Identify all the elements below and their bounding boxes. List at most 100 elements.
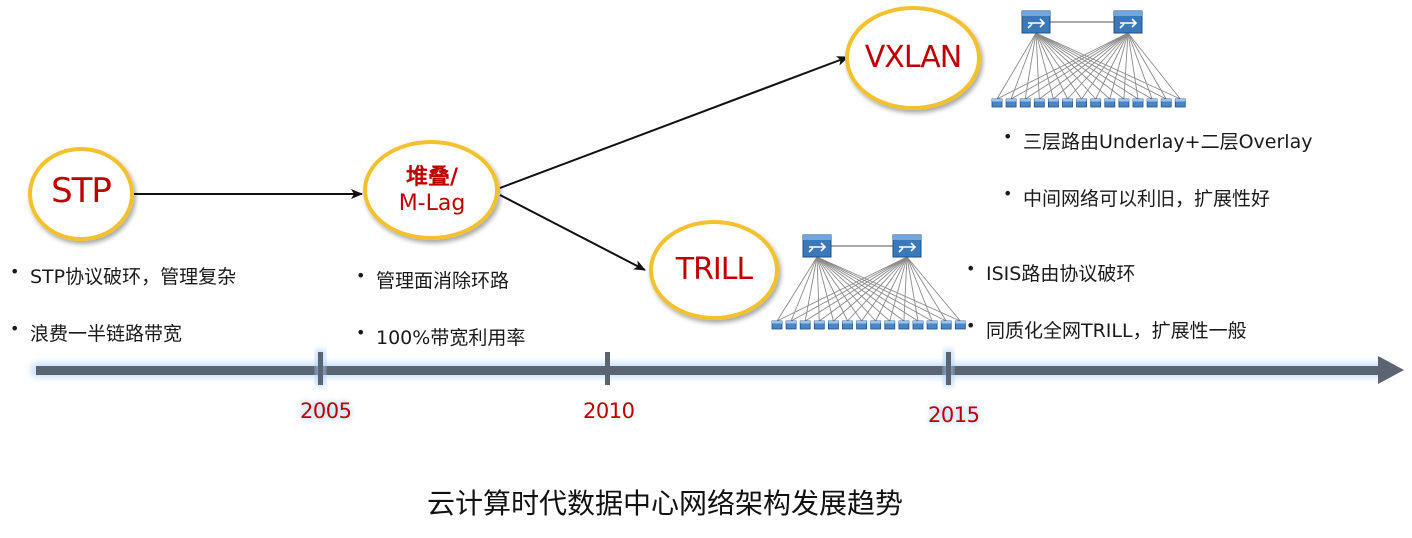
vxlan-uplink xyxy=(1035,32,1167,100)
stack-label-line1: 堆叠/ xyxy=(405,165,459,190)
trill-spine-switch-icon xyxy=(802,234,832,258)
vxlan-leaf-switch-icon xyxy=(1146,98,1158,108)
vxlan-leaf-switch-icon xyxy=(1005,98,1017,108)
year-2005: 2005 xyxy=(300,399,352,423)
stack-bullets: 管理面消除环路 100%带宽利用率 xyxy=(356,266,525,350)
stp-bullet-1: STP协议破环，管理复杂 xyxy=(10,262,236,289)
vxlan-leaf-switch-icon xyxy=(991,98,1003,108)
trill-leaf-switch-icon xyxy=(940,320,952,330)
trill-uplink xyxy=(790,256,818,322)
vxlan-uplink xyxy=(1039,32,1129,100)
vxlan-uplink xyxy=(1035,32,1082,100)
vxlan-leaf-switch-icon xyxy=(1118,98,1130,108)
vxlan-uplink xyxy=(1035,32,1111,100)
stack-label-line2: M-Lag xyxy=(398,191,466,217)
vxlan-spine-switch-icon xyxy=(1021,10,1051,34)
trill-leaf-switch-icon xyxy=(785,320,797,330)
vxlan-uplink xyxy=(1127,32,1153,100)
vxlan-uplink xyxy=(996,32,1129,100)
vxlan-uplink xyxy=(1035,32,1054,100)
trill-uplink xyxy=(776,256,818,322)
vxlan-uplink xyxy=(1095,32,1129,100)
vxlan-uplink xyxy=(1035,32,1040,100)
trill-uplink xyxy=(847,256,908,322)
vxlan-leaf-switch-icon xyxy=(1160,98,1172,108)
vxlan-uplink xyxy=(1109,32,1129,100)
trill-uplink xyxy=(804,256,818,322)
trill-spine-switch-icon xyxy=(892,234,922,258)
trill-uplink xyxy=(906,256,947,322)
trill-uplink xyxy=(816,256,905,322)
vxlan-bullet-2: 中间网络可以利旧，扩展性好 xyxy=(1003,184,1312,211)
vxlan-uplink xyxy=(1010,32,1037,100)
trill-uplink xyxy=(889,256,908,322)
trill-uplink xyxy=(903,256,908,322)
trill-leaf-switch-icon xyxy=(828,320,839,330)
trill-uplink xyxy=(816,256,848,322)
trill-uplink xyxy=(816,256,862,322)
vxlan-leaf-switch-icon xyxy=(1174,98,1186,108)
trill-uplink xyxy=(816,256,919,322)
trill-uplink xyxy=(819,256,908,322)
tick-2015 xyxy=(946,352,951,385)
vxlan-leaf-switch-icon xyxy=(1076,98,1087,108)
trill-uplink xyxy=(816,256,933,322)
trill-bullet-1: ISIS路由协议破环 xyxy=(966,259,1247,286)
trill-uplink xyxy=(861,256,908,322)
arrow-stack-to-trill xyxy=(499,194,646,271)
trill-leaf-switch-icon xyxy=(842,320,853,330)
trill-uplink xyxy=(790,256,908,322)
vxlan-label: VXLAN xyxy=(864,40,962,75)
trill-leaf-switch-icon xyxy=(954,320,966,330)
vxlan-leaf-switch-icon xyxy=(1033,98,1045,108)
diagram-caption: 云计算时代数据中心网络架构发展趋势 xyxy=(426,487,903,520)
vxlan-uplink xyxy=(1127,32,1139,100)
trill-uplink xyxy=(906,256,919,322)
trill-leaf-switch-icon xyxy=(870,320,882,330)
trill-leaf-switch-icon xyxy=(884,320,896,330)
stp-bullets: STP协议破环，管理复杂 浪费一半链路带宽 xyxy=(10,262,236,346)
trill-leaf-switch-icon xyxy=(898,320,910,330)
trill-uplink xyxy=(875,256,908,322)
stack-label: 堆叠/ M-Lag xyxy=(366,165,498,217)
vxlan-bullet-1: 三层路由Underlay+二层Overlay xyxy=(1003,127,1312,154)
trill-bullet-2: 同质化全网TRILL，扩展性一般 xyxy=(966,316,1247,343)
vxlan-uplink xyxy=(1035,32,1125,100)
vxlan-leaf-switch-icon xyxy=(1019,98,1031,108)
timeline-arrowhead xyxy=(1378,356,1404,384)
vxlan-bullets: 三层路由Underlay+二层Overlay 中间网络可以利旧，扩展性好 xyxy=(1003,127,1312,211)
trill-uplink xyxy=(833,256,908,322)
trill-leaf-switch-icon xyxy=(799,320,811,330)
vxlan-uplink xyxy=(1127,32,1167,100)
vxlan-uplink xyxy=(1127,32,1181,100)
trill-leaf-switch-icon xyxy=(912,320,924,330)
trill-bullets: ISIS路由协议破环 同质化全网TRILL，扩展性一般 xyxy=(966,259,1247,343)
trill-leaf-switch-icon xyxy=(771,320,783,330)
vxlan-uplink xyxy=(1035,32,1181,100)
vxlan-uplink xyxy=(1024,32,1037,100)
stack-bullet-2: 100%带宽利用率 xyxy=(356,323,525,350)
trill-leaf-switch-icon xyxy=(926,320,938,330)
vxlan-uplink xyxy=(996,32,1037,100)
vxlan-uplink xyxy=(1123,32,1129,100)
vxlan-uplink xyxy=(1024,32,1129,100)
vxlan-leaf-switch-icon xyxy=(1090,98,1102,108)
trill-leaf-switch-icon xyxy=(856,320,867,330)
stp-bullet-2: 浪费一半链路带宽 xyxy=(10,319,236,346)
trill-uplink xyxy=(776,256,908,322)
trill-uplink xyxy=(906,256,961,322)
vxlan-uplink xyxy=(1035,32,1097,100)
vxlan-leaf-switch-icon xyxy=(1048,98,1059,108)
ellipse-stp xyxy=(28,147,134,241)
trill-uplink xyxy=(816,256,820,322)
vxlan-leaf-switch-icon xyxy=(1062,98,1073,108)
ellipse-vxlan xyxy=(845,6,981,110)
trill-uplink xyxy=(816,256,947,322)
trill-uplink xyxy=(816,256,891,322)
vxlan-uplink xyxy=(1053,32,1129,100)
ellipse-stack-mlag xyxy=(363,140,499,240)
trill-uplink xyxy=(816,256,834,322)
year-2010: 2010 xyxy=(583,399,635,423)
